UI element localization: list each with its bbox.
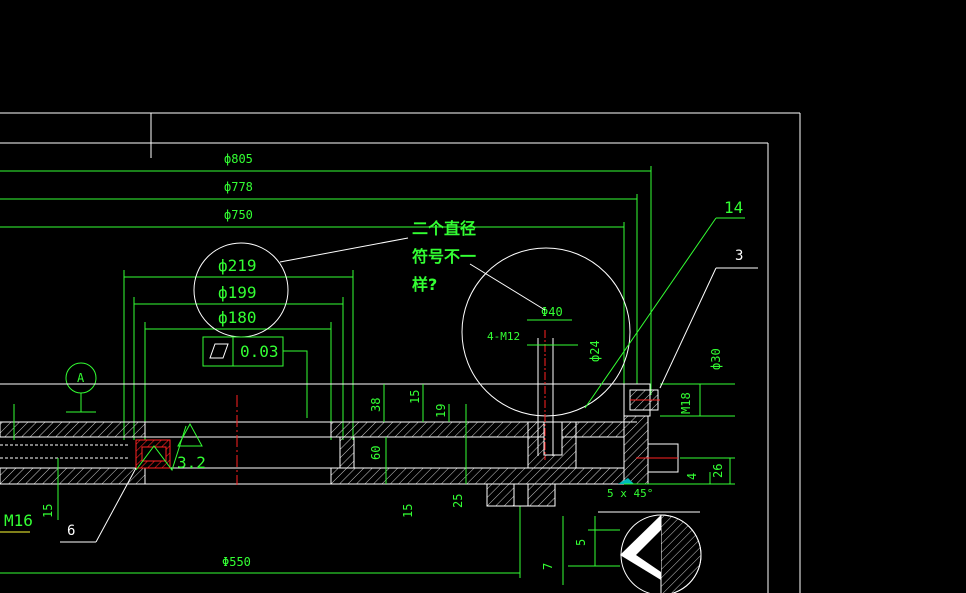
dim-750: ф750 (224, 208, 253, 222)
dim-m16: M16 (4, 511, 33, 530)
detail-labels: Φ40 4-M12 5 x 45° M16 (0, 305, 653, 533)
left-marks (13, 404, 59, 520)
flatness-value: 0.03 (240, 342, 279, 361)
dim-40: Φ40 (541, 305, 563, 319)
dim-4: 4 (685, 473, 699, 480)
dim-38: 38 (369, 398, 383, 412)
dim-219: ф219 (218, 256, 257, 275)
dim-26: 26 (711, 464, 725, 478)
dim-15-bottom: 15 (401, 504, 415, 518)
callout-14: 14 (724, 198, 743, 217)
roughness-value: 3.2 (177, 453, 206, 472)
dim-4-m12: 4-M12 (487, 330, 520, 343)
vertical-dim-labels: 38 15 19 60 15 25 15 ф24 ф30 M18 4 26 5 … (41, 340, 725, 570)
review-note: 二个直径 符号不一 样? (279, 219, 546, 311)
dim-5: 5 (574, 539, 588, 546)
dim-m18: M18 (679, 392, 693, 414)
dim-550: Φ550 (222, 555, 251, 569)
callout-6: 6 (67, 523, 75, 539)
dim-30: ф30 (709, 348, 723, 370)
roughness-symbol: 3.2 (135, 422, 206, 472)
dim-199: ф199 (218, 283, 257, 302)
diameter-dim-lines (0, 166, 652, 578)
dim-24: ф24 (588, 340, 602, 362)
dim-19: 19 (434, 404, 448, 418)
part-callouts (60, 217, 758, 543)
section-detail (598, 511, 702, 593)
dim-chamfer: 5 x 45° (607, 487, 653, 500)
plate-body (0, 330, 679, 507)
dim-7: 7 (541, 563, 555, 570)
note-line-2: 符号不一 (412, 247, 476, 266)
dim-15-left: 15 (41, 504, 55, 518)
dim-778: ф778 (224, 180, 253, 194)
flatness-tolerance-frame: 0.03 (202, 336, 308, 418)
diameter-labels: ф805 ф778 ф750 ф219 ф199 ф180 Φ550 (218, 152, 257, 569)
dim-60: 60 (369, 446, 383, 460)
datum-label: A (77, 371, 85, 385)
dim-180: ф180 (218, 308, 257, 327)
drawing-frame (0, 112, 801, 593)
dim-15-top: 15 (408, 390, 422, 404)
flatness-symbol-icon (209, 343, 229, 359)
dim-805: ф805 (224, 152, 253, 166)
datum-a-symbol: A (65, 362, 97, 413)
vertical-dim-lines (383, 319, 735, 585)
note-line-3: 样? (412, 275, 437, 294)
callout-3: 3 (735, 248, 743, 264)
note-line-1: 二个直径 (412, 219, 476, 238)
dim-25: 25 (451, 494, 465, 508)
